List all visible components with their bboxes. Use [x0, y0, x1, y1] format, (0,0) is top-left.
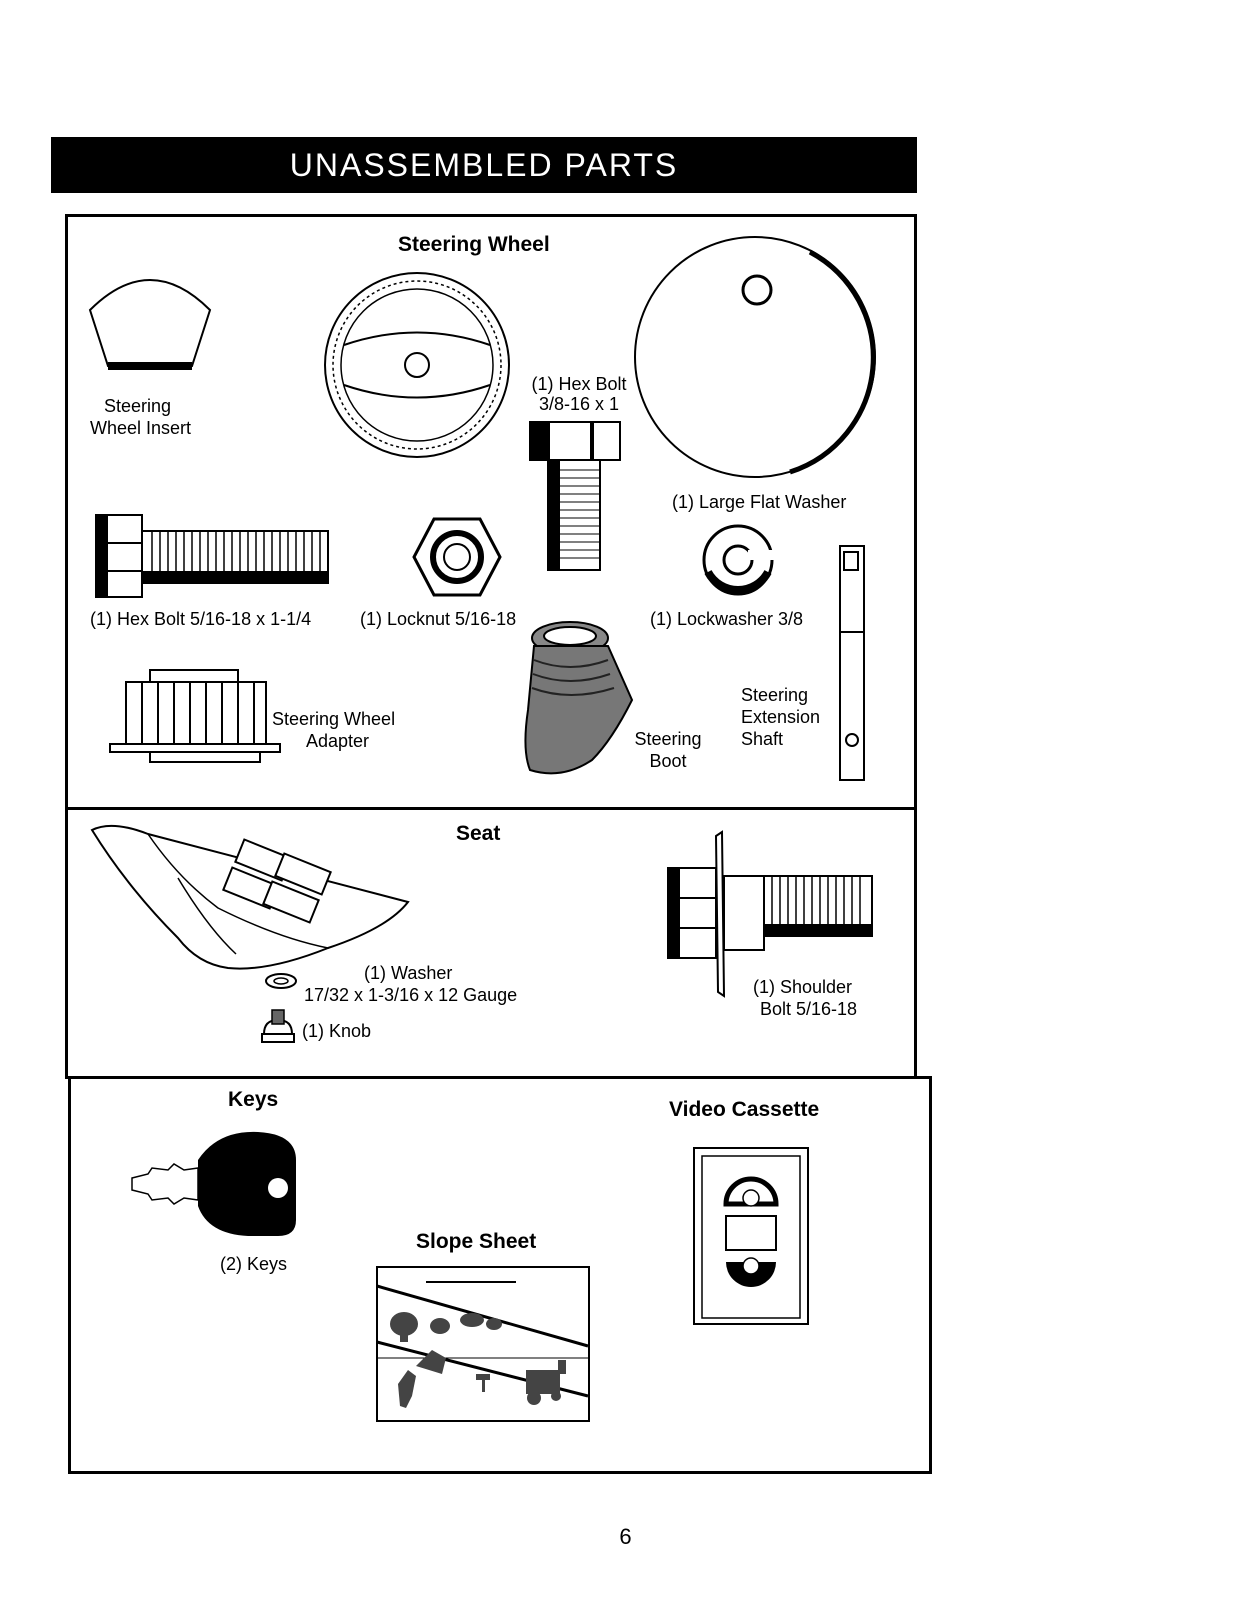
steering-wheel-insert-label-1: Steering — [104, 396, 172, 416]
steering-wheel-insert-illustration — [88, 279, 212, 370]
shoulder-bolt-label-1: (1) Shoulder — [753, 977, 853, 997]
page-number: 6 — [619, 1524, 632, 1549]
shoulder-bolt-illustration — [667, 830, 873, 998]
large-flat-washer-illustration — [634, 236, 876, 478]
keys-heading: Keys — [228, 1088, 279, 1111]
slope-sheet-heading: Slope Sheet — [416, 1230, 537, 1253]
seat-washer-label-2: 17/32 x 1-3/16 x 12 Gauge — [304, 985, 518, 1005]
knob-icon — [261, 1009, 295, 1043]
steering-wheel-insert-label-2: Wheel Insert — [90, 418, 192, 438]
seat-washer-label-1: (1) Washer — [364, 963, 453, 983]
steering-boot-label-2: Boot — [649, 751, 687, 771]
hex-bolt-3-8-label-2: 3/8-16 x 1 — [538, 394, 620, 414]
misc-parts-panel — [68, 1076, 932, 1474]
steering-wheel-heading: Steering Wheel — [398, 233, 550, 256]
seat-heading: Seat — [456, 822, 501, 845]
steering-wheel-adapter-illustration — [109, 669, 281, 763]
steering-shaft-label-3: Shaft — [741, 729, 784, 749]
lockwasher-illustration — [702, 524, 776, 596]
steering-shaft-label-1: Steering — [741, 685, 809, 705]
washer-icon — [265, 973, 297, 989]
shoulder-bolt-label-2: Bolt 5/16-18 — [760, 999, 858, 1019]
key-illustration — [131, 1131, 296, 1236]
page-title: UNASSEMBLED PARTS — [51, 137, 917, 193]
video-cassette-illustration — [693, 1147, 809, 1325]
knob-label: (1) Knob — [302, 1021, 372, 1041]
hex-bolt-5-16-illustration — [95, 514, 329, 598]
keys-label: (2) Keys — [220, 1254, 288, 1274]
steering-shaft-label-2: Extension — [741, 707, 821, 727]
steering-wheel-adapter-label-2: Adapter — [306, 731, 370, 751]
steering-boot-illustration — [524, 621, 634, 775]
video-cassette-heading: Video Cassette — [669, 1098, 820, 1121]
steering-wheel-illustration — [324, 272, 510, 458]
hex-bolt-5-16-label: (1) Hex Bolt 5/16-18 x 1-1/4 — [90, 609, 312, 629]
locknut-label: (1) Locknut 5/16-18 — [360, 609, 517, 629]
steering-wheel-adapter-label-1: Steering Wheel — [272, 709, 396, 729]
steering-extension-shaft-illustration — [839, 545, 865, 781]
lockwasher-label: (1) Lockwasher 3/8 — [650, 609, 804, 629]
hex-bolt-3-8-illustration — [529, 421, 621, 571]
slope-sheet-illustration — [376, 1266, 590, 1422]
hex-bolt-3-8-label-1: (1) Hex Bolt — [531, 374, 627, 394]
large-flat-washer-label: (1) Large Flat Washer — [672, 492, 847, 512]
locknut-illustration — [412, 517, 502, 597]
seat-illustration — [90, 824, 410, 970]
steering-boot-label-1: Steering — [634, 729, 702, 749]
